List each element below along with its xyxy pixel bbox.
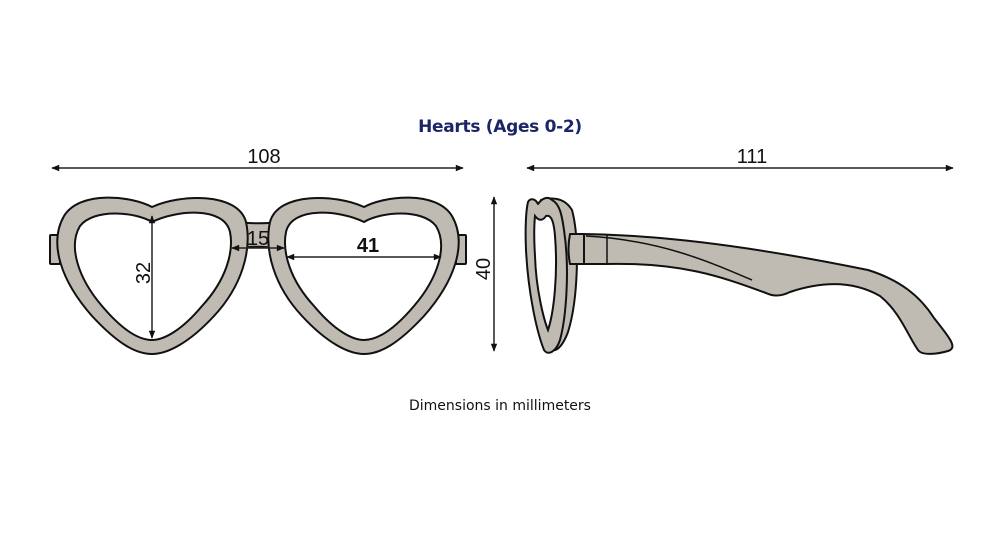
side-lens-opening bbox=[533, 213, 557, 333]
side-hinge bbox=[567, 233, 585, 265]
temple-length-label: 111 bbox=[737, 146, 767, 168]
units-caption: Dimensions in millimeters bbox=[409, 398, 591, 414]
overall-width-label: 108 bbox=[247, 146, 280, 168]
temple-arm bbox=[571, 233, 954, 355]
temple-arm-crease bbox=[585, 235, 753, 281]
bridge-width-label: 15 bbox=[247, 228, 269, 250]
right-lens bbox=[284, 211, 443, 342]
diagram-title: Hearts (Ages 0-2) bbox=[418, 117, 582, 137]
lens-height-label: 32 bbox=[133, 262, 155, 284]
lens-width-label: 41 bbox=[357, 235, 379, 257]
front-view: 108 32 15 41 40 bbox=[49, 146, 498, 355]
frame-height-label: 40 bbox=[473, 258, 495, 280]
side-view: 111 bbox=[524, 146, 954, 355]
